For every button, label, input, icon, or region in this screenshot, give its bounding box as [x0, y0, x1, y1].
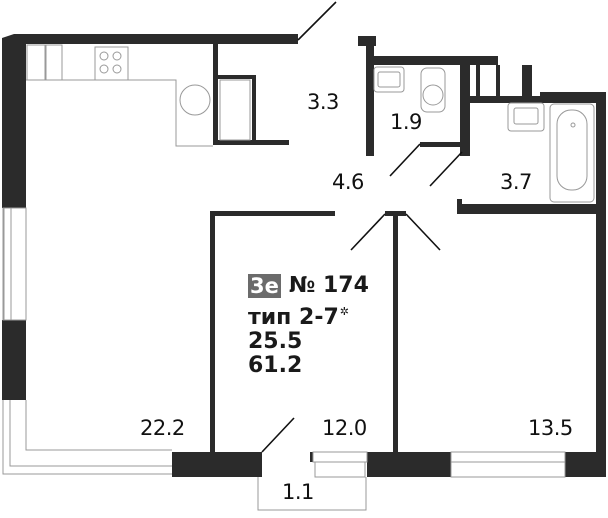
room-area-wc: 1.9: [390, 110, 422, 134]
door-swings: [261, 1, 463, 453]
room-area-kitchen-living: 22.2: [140, 416, 185, 440]
room-area-balcony: 1.1: [282, 480, 314, 504]
total-area: 61.2: [248, 353, 303, 378]
building-badge: 3е: [248, 274, 281, 298]
room-area-bedroom-1: 12.0: [322, 416, 367, 440]
room-area-bedroom-2: 13.5: [528, 416, 573, 440]
apartment-info: 3е № 174 тип 2-7✲ 25.5 61.2: [248, 274, 369, 378]
gear-icon: ✲: [339, 305, 349, 318]
room-area-hall: 4.6: [332, 170, 364, 194]
walls: [2, 34, 606, 477]
apartment-number: № 174: [288, 273, 369, 298]
room-area-storage: 3.3: [307, 90, 339, 114]
room-area-bathroom: 3.7: [500, 170, 532, 194]
living-area: 25.5: [248, 329, 303, 354]
apartment-type-row: тип 2-7✲: [248, 305, 369, 330]
apartment-type: тип 2-7: [248, 305, 339, 330]
fixtures: [2, 44, 595, 511]
apartment-number-row: 3е № 174: [248, 274, 369, 298]
